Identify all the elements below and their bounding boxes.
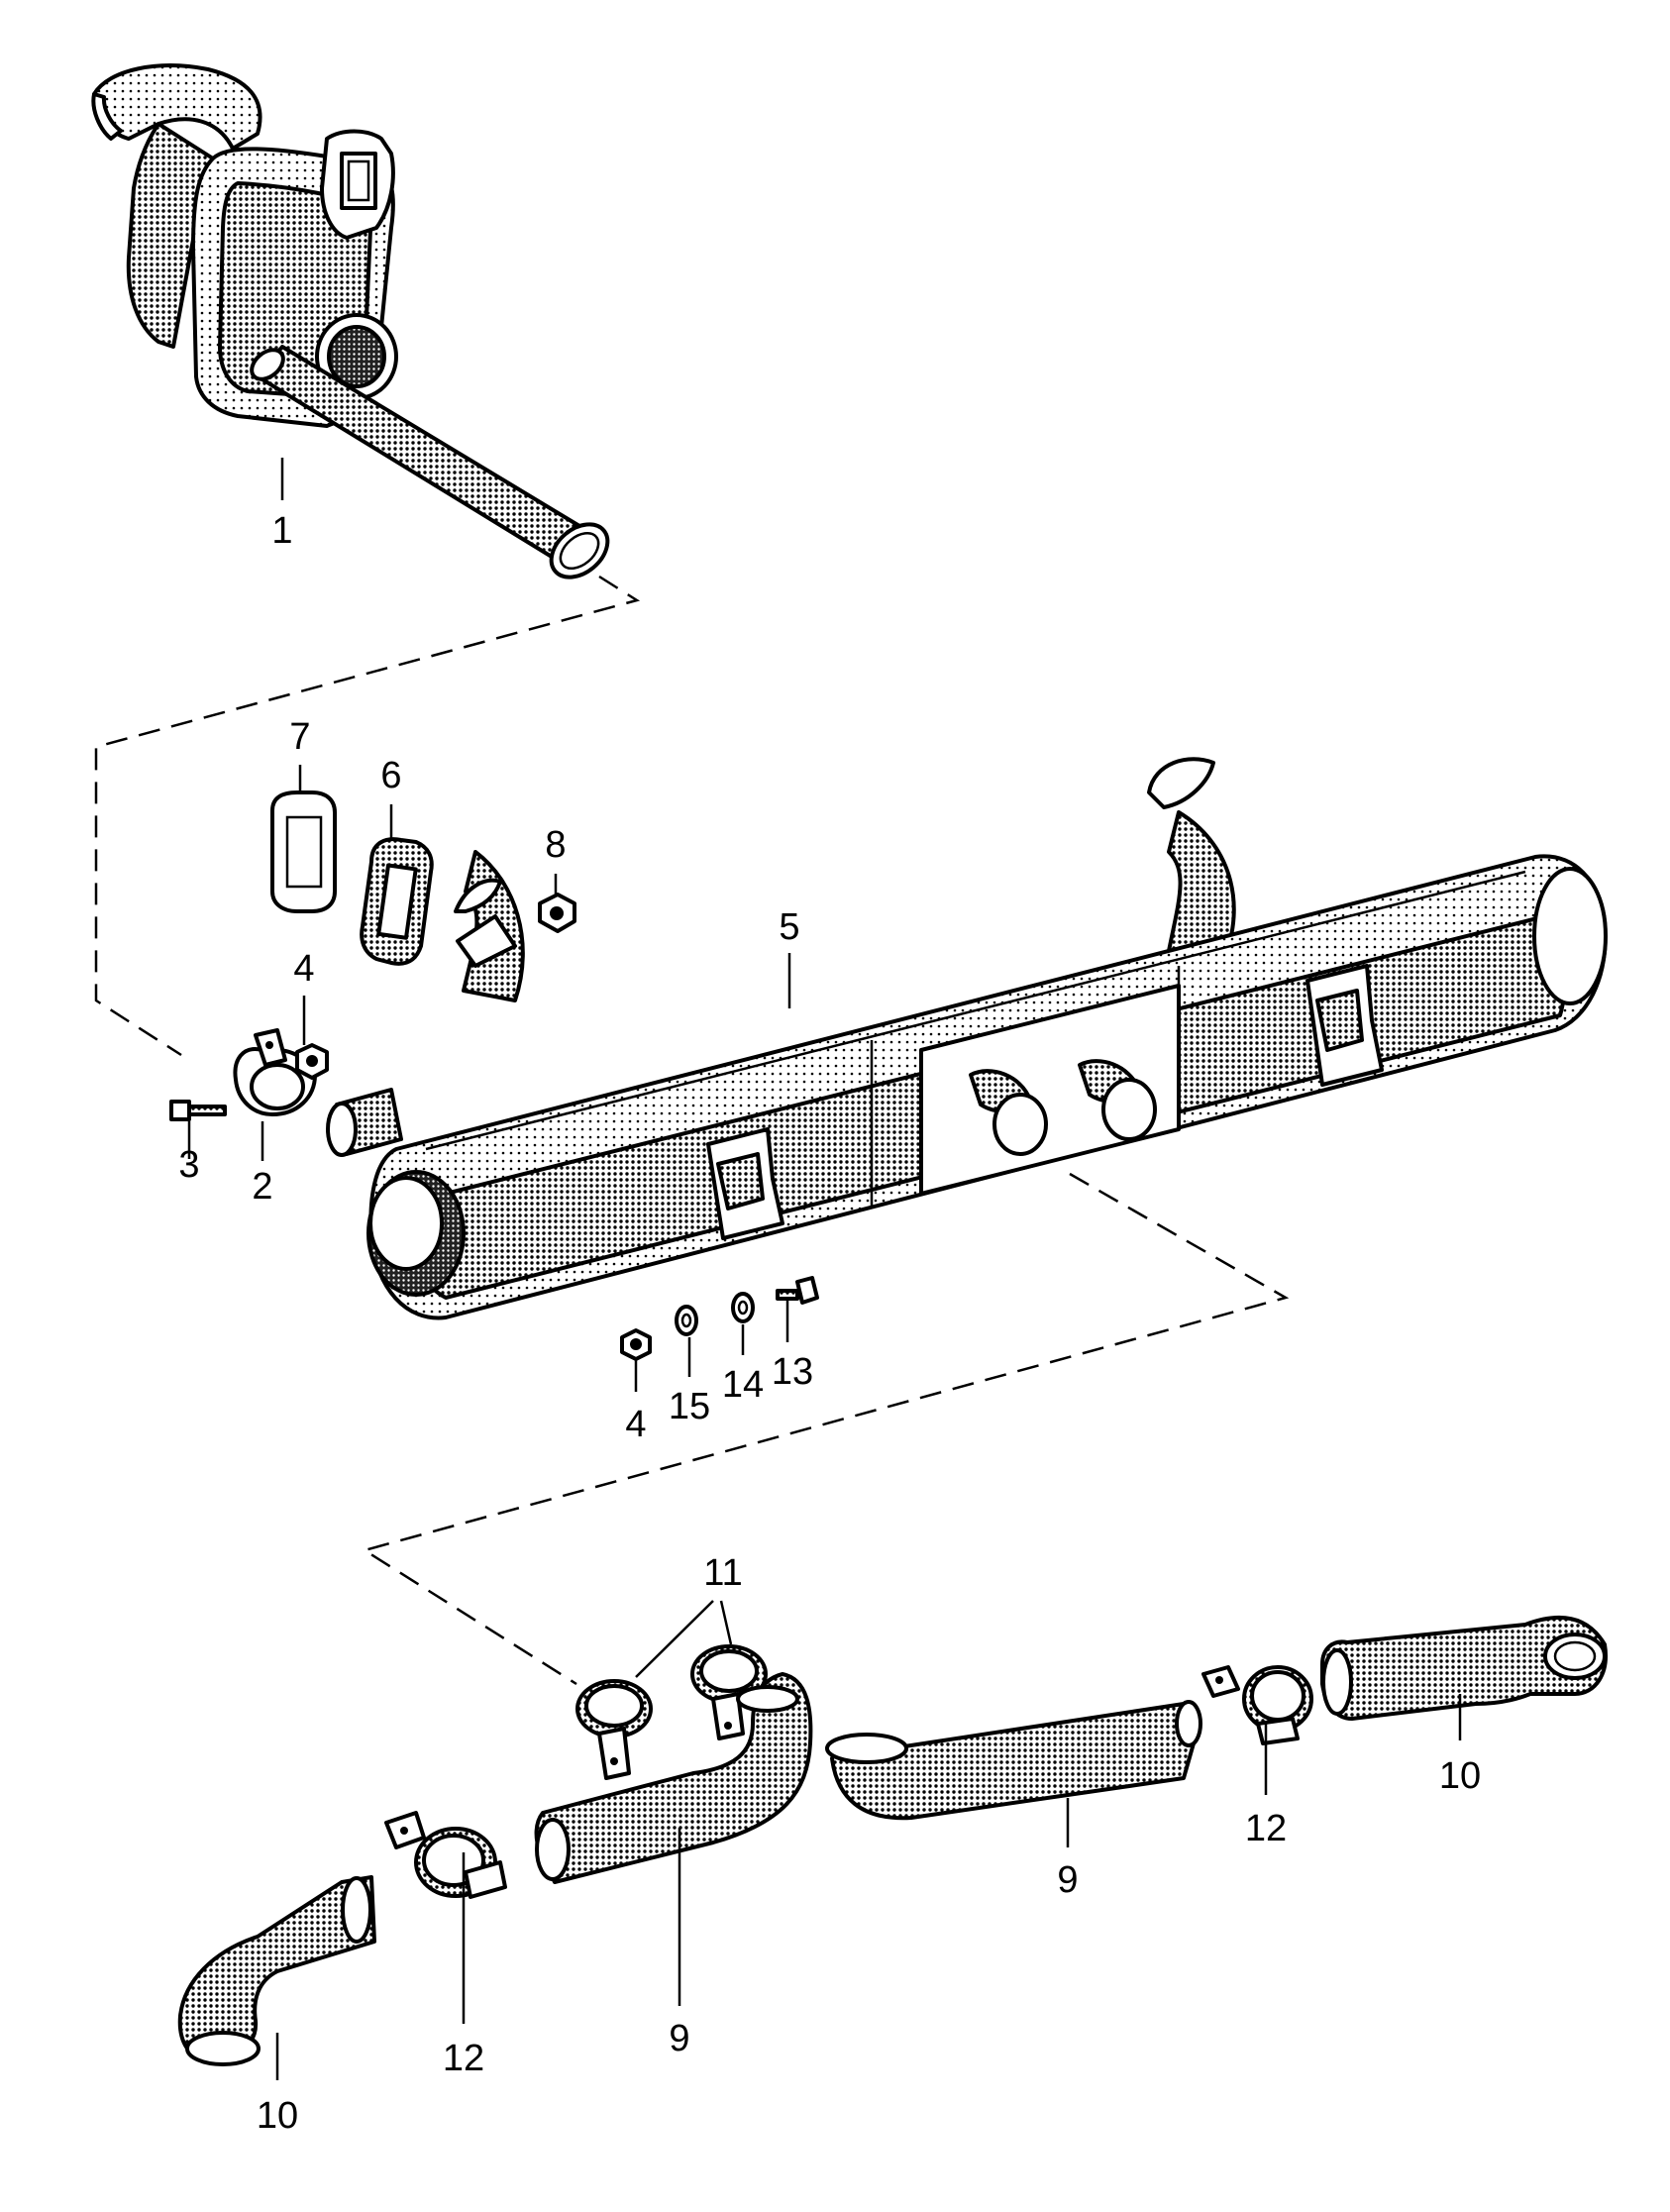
- clamp-pair-drawing: [575, 1644, 768, 1780]
- muffler-drawing: [326, 757, 1608, 1320]
- callout-4-left: 4: [293, 948, 314, 990]
- callout-2: 2: [252, 1166, 272, 1208]
- callout-5: 5: [779, 906, 799, 948]
- clamp-left-drawing: [233, 1028, 317, 1116]
- callout-12-right: 12: [1245, 1808, 1287, 1849]
- callout-3: 3: [178, 1144, 199, 1186]
- hardware-bottom-drawing: [620, 1276, 819, 1361]
- callout-15: 15: [669, 1386, 710, 1427]
- gasket-thin-drawing: [270, 790, 337, 913]
- callout-9-middle: 9: [669, 2018, 689, 2059]
- gasket-thick-drawing: [360, 837, 434, 966]
- callout-1: 1: [271, 510, 292, 552]
- assembly-lines: [94, 575, 1290, 1686]
- tailpipe-right-drawing: [825, 1700, 1202, 1821]
- callout-14: 14: [722, 1364, 764, 1406]
- callouts: 1 2 3 4 5 6 7 8 9 9 10 10 11 12 12 13 14…: [178, 510, 1481, 2137]
- callout-9-right: 9: [1057, 1859, 1078, 1901]
- bolt-left-drawing: [169, 1100, 227, 1121]
- elbow-right-drawing: [1320, 1615, 1608, 1721]
- callout-12-bottom: 12: [443, 2038, 484, 2079]
- leader-lines: [187, 458, 1462, 2080]
- callout-10-right: 10: [1439, 1755, 1481, 1797]
- callout-13: 13: [772, 1351, 813, 1393]
- callout-10-bottom: 10: [257, 2095, 298, 2137]
- clamp-right-drawing: [1201, 1665, 1313, 1745]
- callout-6: 6: [380, 755, 401, 796]
- tailpipe-middle-drawing: [534, 1672, 813, 1884]
- callout-11: 11: [703, 1552, 742, 1594]
- elbow-bottom-drawing: [177, 1875, 376, 2066]
- callout-4-bottom: 4: [625, 1404, 646, 1445]
- heat-exchanger-drawing: [91, 63, 610, 579]
- callout-8: 8: [545, 824, 566, 866]
- nut-top-drawing: [538, 893, 576, 933]
- clamp-bottom-drawing: [384, 1811, 507, 1899]
- callout-7: 7: [289, 716, 310, 758]
- nut-left-drawing: [295, 1043, 329, 1080]
